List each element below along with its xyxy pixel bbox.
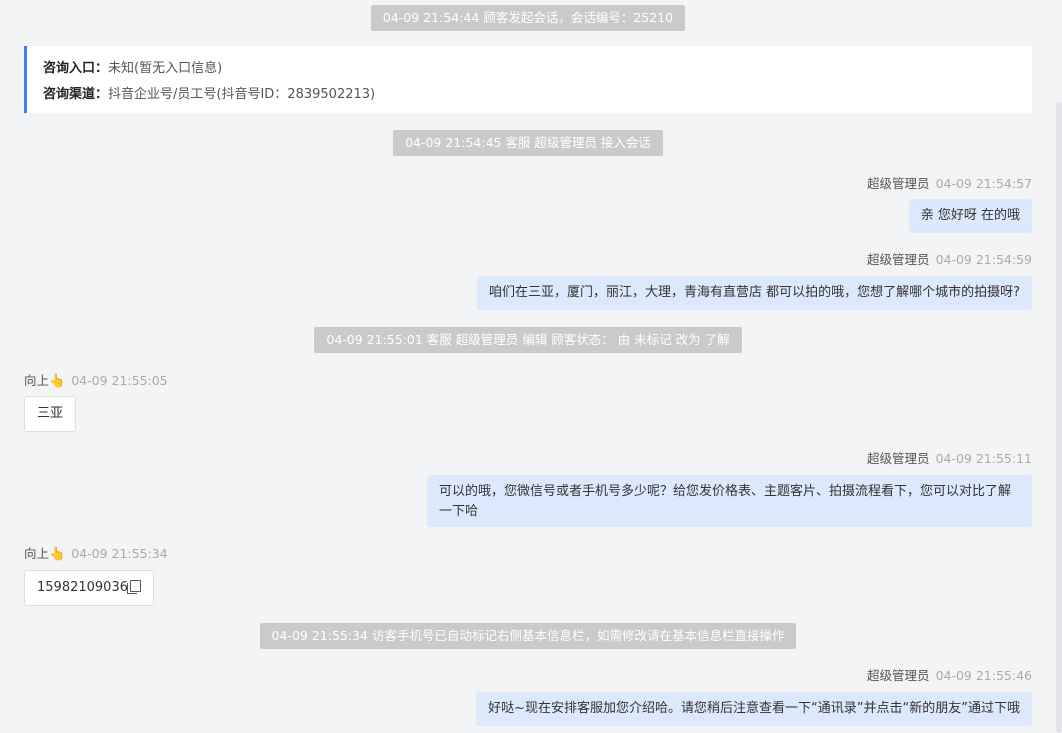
consult-channel-row: 咨询渠道：抖音企业号/员工号(抖音号ID：2839502213) — [43, 82, 1016, 108]
scrollbar-track[interactable] — [1056, 0, 1062, 733]
agent-message-bubble[interactable]: 可以的哦，您微信号或者手机号多少呢？给您发价格表、主题客片、拍摄流程看下，您可以… — [427, 475, 1032, 527]
sender-name: 超级管理员 — [867, 176, 930, 191]
message-time: 04-09 21:55:46 — [935, 668, 1032, 683]
copy-icon[interactable] — [126, 580, 141, 594]
message-time: 04-09 21:55:34 — [71, 546, 168, 561]
sender-name: 向上 — [24, 546, 50, 561]
consult-channel-label: 咨询渠道： — [43, 87, 109, 102]
consult-entry-label: 咨询入口： — [43, 61, 109, 76]
sender-name: 向上 — [24, 373, 50, 388]
agent-message-bubble[interactable]: 咱们在三亚，厦门，丽江，大理，青海有直营店 都可以拍的哦，您想了解哪个城市的拍摄… — [476, 276, 1032, 310]
customer-message-bubble[interactable]: 15982109036 — [24, 570, 154, 606]
message-time: 04-09 21:55:05 — [71, 373, 168, 388]
sender-name: 超级管理员 — [867, 252, 930, 267]
message-text: 咱们在三亚，厦门，丽江，大理，青海有直营店 都可以拍的哦，您想了解哪个城市的拍摄… — [488, 285, 1020, 300]
message-meta: 超级管理员 04-09 21:55:46 — [867, 668, 1032, 684]
message-text: 15982109036 — [37, 580, 128, 595]
message-meta: 超级管理员 04-09 21:54:59 — [867, 252, 1032, 268]
message-time: 04-09 21:54:59 — [935, 252, 1032, 267]
scrollbar-thumb[interactable] — [1056, 102, 1062, 733]
consult-info-card: 咨询入口：未知(暂无入口信息) 咨询渠道：抖音企业号/员工号(抖音号ID：283… — [24, 46, 1032, 113]
system-message: 04-09 21:55:01 客服 超级管理员 编辑 顾客状态： 由 未标记 改… — [0, 327, 1056, 353]
message-text: 亲 您好呀 在的哦 — [920, 208, 1020, 223]
message-text: 好哒~现在安排客服加您介绍哈。请您稍后注意查看一下“通讯录”并点击“新的朋友”通… — [488, 701, 1020, 716]
system-message-text: 04-09 21:55:01 客服 超级管理员 编辑 顾客状态： 由 未标记 改… — [314, 327, 742, 353]
hand-pointing-icon: 👆 — [49, 374, 66, 389]
system-message-text: 04-09 21:54:45 客服 超级管理员 接入会话 — [393, 130, 663, 156]
message-meta: 超级管理员 04-09 21:55:11 — [867, 451, 1032, 467]
system-message: 04-09 21:55:34 访客手机号已自动标记右侧基本信息栏，如需修改请在基… — [0, 623, 1056, 649]
consult-entry-value: 未知(暂无入口信息) — [108, 61, 223, 76]
message-meta: 超级管理员 04-09 21:54:57 — [867, 176, 1032, 192]
message-meta: 向上👆 04-09 21:55:05 — [24, 373, 168, 390]
system-message: 04-09 21:54:45 客服 超级管理员 接入会话 — [0, 130, 1056, 156]
consult-channel-value: 抖音企业号/员工号(抖音号ID：2839502213) — [108, 87, 376, 102]
customer-message-bubble[interactable]: 三亚 — [24, 396, 77, 432]
agent-message-bubble[interactable]: 亲 您好呀 在的哦 — [908, 199, 1032, 233]
message-text: 可以的哦，您微信号或者手机号多少呢？给您发价格表、主题客片、拍摄流程看下，您可以… — [439, 484, 1012, 519]
message-time: 04-09 21:54:57 — [935, 176, 1032, 191]
hand-pointing-icon: 👆 — [49, 547, 66, 562]
message-time: 04-09 21:55:11 — [935, 451, 1032, 466]
sender-name: 超级管理员 — [867, 451, 930, 466]
agent-message-bubble[interactable]: 好哒~现在安排客服加您介绍哈。请您稍后注意查看一下“通讯录”并点击“新的朋友”通… — [476, 692, 1032, 726]
system-message-text: 04-09 21:54:44 顾客发起会话，会话编号：25210 — [370, 5, 686, 31]
message-meta: 向上👆 04-09 21:55:34 — [24, 546, 168, 563]
system-message-text: 04-09 21:55:34 访客手机号已自动标记右侧基本信息栏，如需修改请在基… — [259, 623, 797, 649]
sender-name: 超级管理员 — [867, 668, 930, 683]
consult-entry-row: 咨询入口：未知(暂无入口信息) — [43, 56, 1016, 82]
system-message: 04-09 21:54:44 顾客发起会话，会话编号：25210 — [0, 5, 1056, 31]
message-text: 三亚 — [37, 406, 64, 421]
